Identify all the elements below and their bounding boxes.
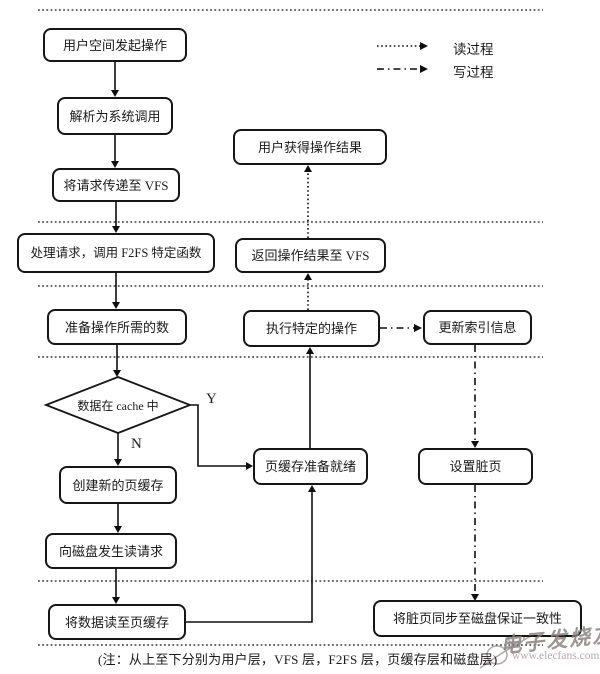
node-parse-syscall: 解析为系统调用 [57,97,173,135]
node-handle-request: 处理请求，调用 F2FS 特定函数 [17,233,215,273]
decision-diamond-shape [43,376,193,434]
node-return-result-vfs: 返回操作结果至 VFS [235,238,386,273]
node-user-gets-result: 用户获得操作结果 [233,129,387,165]
legend-arrowheads [420,42,428,73]
solid-arrowheads [111,90,316,604]
solid-flow-arrows [114,62,313,623]
node-decision-data-in-cache: 数据在 cache 中 [77,398,159,413]
legend-samples [377,45,420,70]
node-pass-to-vfs: 将请求传递至 VFS [52,168,180,202]
legend-read-label: 读过程 [453,42,494,57]
legend-write-label: 写过程 [453,65,494,80]
node-set-dirty-page: 设置脏页 [418,448,533,485]
branch-label-no: N [131,436,142,452]
node-create-page-cache: 创建新的页缓存 [59,466,177,504]
node-update-index: 更新索引信息 [423,310,532,345]
node-execute-operation: 执行特定的操作 [243,310,380,347]
arrow-readcache-to-ready [186,492,313,623]
node-read-request-disk: 向磁盘发生读请求 [45,533,177,569]
figure-caption: (注：从上至下分别为用户层，VFS 层，F2FS 层，页缓存层和磁盘层) [98,652,498,667]
node-page-cache-ready: 页缓存准备就绪 [253,448,368,485]
node-read-to-page-cache: 将数据读至页缓存 [48,604,186,640]
node-prepare-data: 准备操作所需的数 [47,309,187,345]
write-process-arrows [380,327,476,594]
read-arrowheads [304,165,312,280]
watermark-url-text: www.elecfans.com [512,650,600,662]
arrow-decision-yes [190,404,246,467]
write-arrowheads [414,324,479,601]
node-sync-dirty-pages: 将脏页同步至磁盘保证一致性 [373,600,582,637]
branch-label-yes: Y [206,391,217,407]
layer-divider-lines [38,9,543,646]
node-user-initiates: 用户空间发起操作 [43,28,187,62]
